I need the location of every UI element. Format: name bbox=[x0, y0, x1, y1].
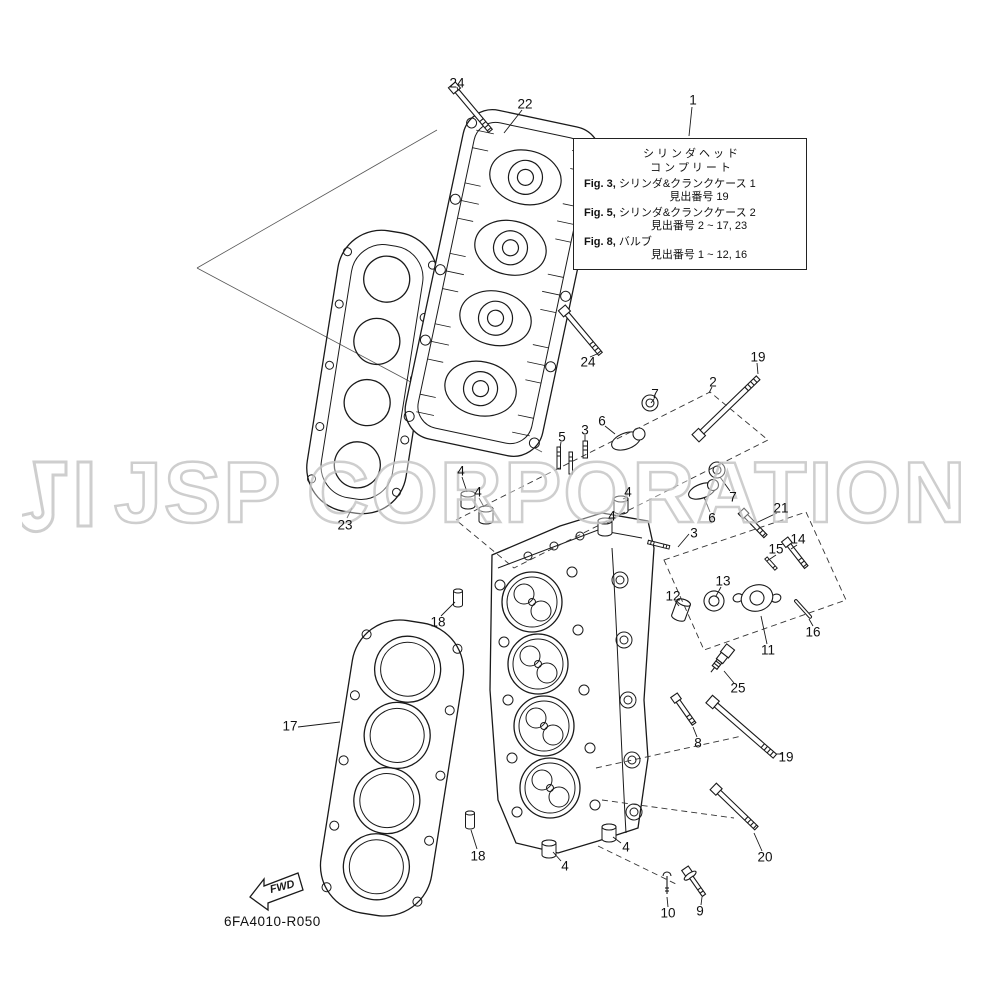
legend-fig5-label: Fig. 5, bbox=[584, 207, 616, 219]
fwd-arrow bbox=[249, 872, 304, 912]
legend-entry-fig8: Fig. 8, バルブ 見出番号 1 ~ 12, 16 bbox=[584, 236, 800, 262]
legend-box: シリンダヘッド コンプリート Fig. 3, シリンダ&クランクケース 1 見出… bbox=[573, 138, 807, 270]
legend-fig5-ref: 見出番号 2 ~ 17, 23 bbox=[650, 220, 748, 232]
legend-entry-fig5: Fig. 5, シリンダ&クランクケース 2 見出番号 2 ~ 17, 23 bbox=[584, 207, 800, 233]
legend-fig8-label: Fig. 8, bbox=[584, 236, 616, 248]
legend-fig3-label: Fig. 3, bbox=[584, 178, 616, 190]
part-12-cap bbox=[671, 598, 691, 622]
legend-fig8-desc: バルブ bbox=[618, 236, 652, 248]
part-20-bolt bbox=[709, 782, 761, 832]
part-11-housing bbox=[732, 584, 782, 612]
legend-fig3-desc: シリンダ&クランクケース 1 bbox=[618, 178, 756, 190]
legend-fig3-ref: 見出番号 19 bbox=[669, 191, 729, 203]
part-15-stud bbox=[764, 556, 778, 571]
part-13-seal bbox=[703, 590, 725, 612]
legend-title-line1: シリンダヘッド bbox=[643, 148, 741, 160]
legend-entry-fig3: Fig. 3, シリンダ&クランクケース 1 見出番号 19 bbox=[584, 178, 800, 204]
part-7-roller-a bbox=[641, 394, 659, 412]
part-16-pin bbox=[794, 599, 813, 619]
part-7-roller-b bbox=[708, 461, 726, 479]
leader-lines bbox=[297, 86, 814, 908]
assembly-dashed-lines bbox=[455, 391, 847, 885]
part-18-dowel-pins bbox=[453, 588, 475, 830]
part-6-rocker-arm-b bbox=[688, 478, 720, 500]
part-21-bolt bbox=[737, 507, 769, 540]
part-9-bolt-washer bbox=[680, 865, 707, 898]
part-19-bolt-bottom bbox=[705, 694, 779, 761]
part-8-bolt bbox=[670, 692, 698, 727]
part-6-rocker-arm-a bbox=[611, 427, 646, 451]
part-19-bolt-top bbox=[691, 373, 763, 443]
part-2-cylinder-head bbox=[489, 512, 655, 854]
part-10-screw bbox=[662, 871, 672, 894]
part-17-head-gasket bbox=[319, 619, 465, 917]
fwd-label: FWD bbox=[269, 878, 296, 896]
part-5-studs bbox=[556, 446, 573, 475]
part-14-bolt bbox=[780, 536, 810, 571]
legend-fig5-desc: シリンダ&クランクケース 2 bbox=[618, 207, 756, 219]
part-code: 6FA4010-R050 bbox=[224, 914, 321, 929]
part-25-spark-plug bbox=[710, 643, 736, 673]
legend-fig8-ref: 見出番号 1 ~ 12, 16 bbox=[650, 249, 748, 261]
part-24-bolt-mid bbox=[557, 304, 605, 358]
legend-title-line2: コンプリート bbox=[650, 162, 734, 174]
